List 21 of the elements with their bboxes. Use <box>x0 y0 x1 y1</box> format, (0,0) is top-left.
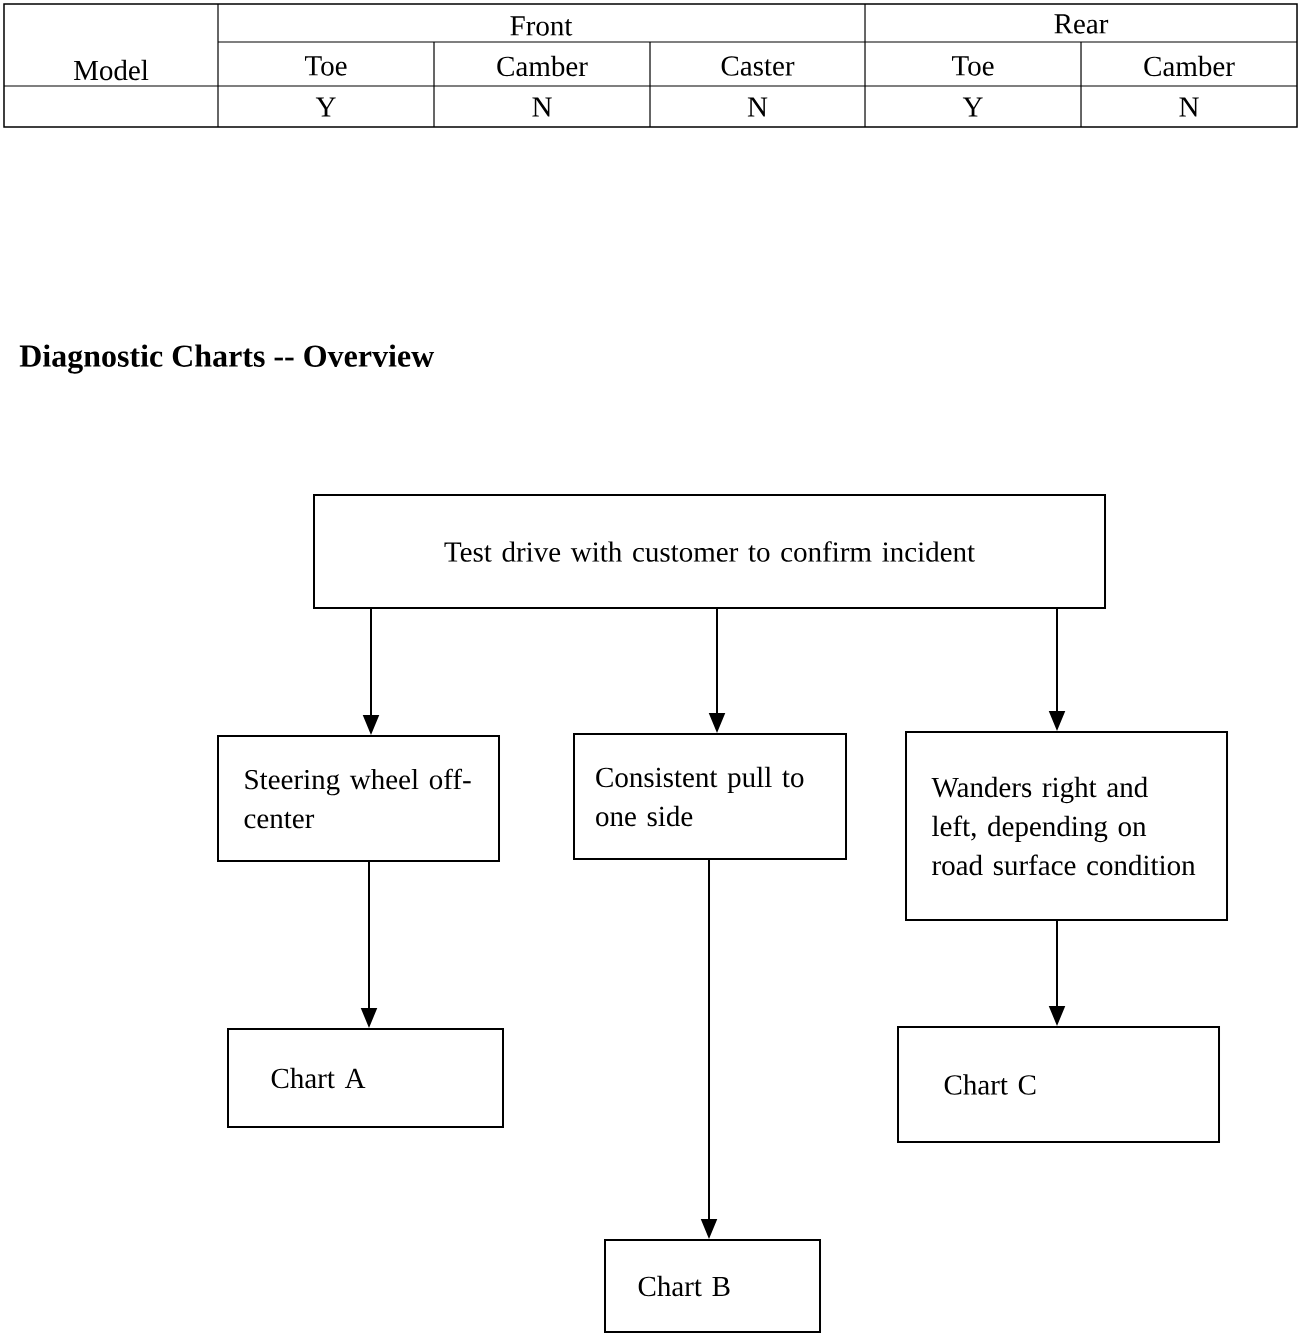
column-header: Camber <box>497 55 588 77</box>
table-value: Y <box>315 97 336 117</box>
symptom-box: Consistent pull to one side <box>573 733 847 860</box>
column-header: Camber <box>1144 55 1235 77</box>
table-value: N <box>747 97 768 117</box>
table-value: Y <box>962 97 983 117</box>
column-header: Model <box>74 59 149 81</box>
symptom-box: Steering wheel off-center <box>217 735 500 862</box>
column-header: Toe <box>305 56 347 76</box>
column-header: Caster <box>721 56 795 76</box>
column-header: Rear <box>1054 14 1109 34</box>
chart-box: Chart A <box>227 1028 504 1128</box>
chart-box: Chart C <box>897 1026 1220 1143</box>
table-value: N <box>532 97 552 117</box>
process-box: Test drive with customer to confirm incident <box>313 494 1106 609</box>
column-header: Toe <box>952 56 994 76</box>
chart-box: Chart B <box>604 1239 821 1333</box>
table-value: N <box>1179 97 1199 117</box>
symptom-box: Wanders right and left, depending on road surface condition <box>905 731 1228 921</box>
title: Diagnostic Charts -- Overview <box>19 344 435 374</box>
column-header: Front <box>510 16 573 36</box>
